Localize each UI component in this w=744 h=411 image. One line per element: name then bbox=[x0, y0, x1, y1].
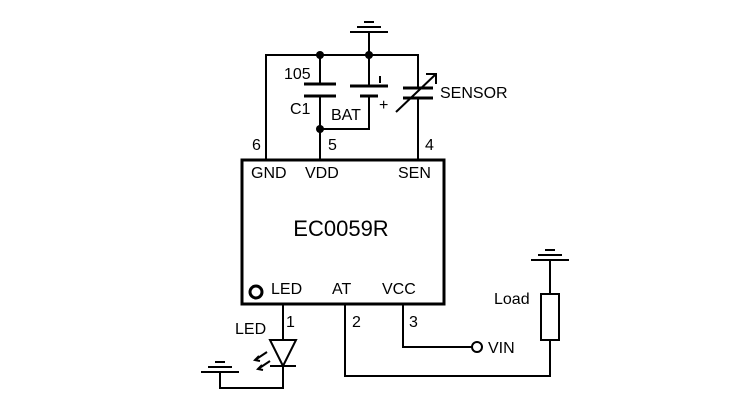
capacitor-value: 105 bbox=[284, 66, 311, 83]
pin-label-led: LED bbox=[271, 281, 302, 298]
wire-bat-bottom bbox=[320, 96, 370, 130]
ground-icon-load bbox=[531, 249, 569, 261]
sensor-label: SENSOR bbox=[440, 85, 508, 102]
led-diode-icon bbox=[252, 339, 298, 371]
pin-number-6: 6 bbox=[252, 137, 261, 154]
wire-gnd-rail bbox=[265, 54, 419, 160]
led-label: LED bbox=[235, 321, 266, 338]
pin-number-3: 3 bbox=[409, 314, 418, 331]
wire-at-load bbox=[344, 304, 551, 377]
capacitor-ref: C1 bbox=[290, 101, 311, 118]
vin-label: VIN bbox=[488, 340, 515, 357]
vin-terminal-icon bbox=[471, 341, 483, 353]
wire-vcc-vin bbox=[402, 304, 472, 348]
pin-number-5: 5 bbox=[328, 137, 337, 154]
sensor-variable-capacitor-icon bbox=[395, 73, 437, 113]
pin-label-gnd: GND bbox=[251, 165, 287, 182]
ground-icon-top bbox=[350, 21, 388, 33]
pin-number-1: 1 bbox=[286, 314, 295, 331]
pin-label-sen: SEN bbox=[398, 165, 431, 182]
capacitor-icon bbox=[304, 82, 336, 98]
chip-body bbox=[240, 158, 446, 306]
pin-label-vcc: VCC bbox=[382, 281, 416, 298]
wire-led-ground bbox=[219, 366, 284, 389]
pin-label-vdd: VDD bbox=[305, 165, 339, 182]
pin-number-4: 4 bbox=[425, 137, 434, 154]
chip-name: EC0059R bbox=[293, 216, 388, 241]
battery-plus-sign: + bbox=[379, 97, 388, 114]
pin-number-2: 2 bbox=[352, 314, 361, 331]
ground-icon-led bbox=[201, 361, 239, 373]
battery-label: BAT bbox=[331, 107, 361, 124]
load-label: Load bbox=[494, 291, 530, 308]
load-resistor-icon bbox=[540, 293, 560, 341]
pin-label-at: AT bbox=[332, 281, 351, 298]
pin1-indicator-circle bbox=[248, 284, 264, 300]
